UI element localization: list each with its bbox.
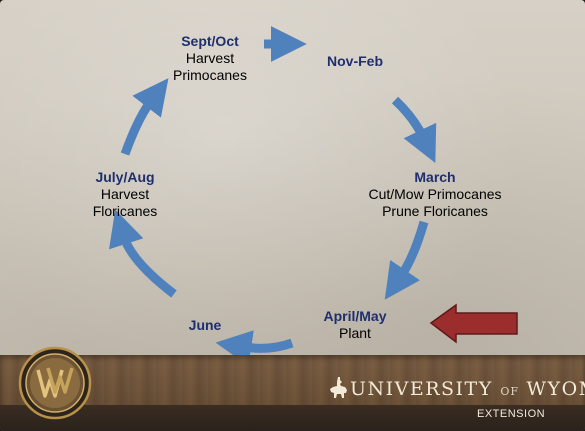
arrow-march-to-aprilmay [384,220,429,300]
pointer-arrow [429,303,518,344]
university-emblem-icon [18,346,92,420]
arrow-aprilmay-to-june [215,330,294,366]
stage-line: Floricanes [92,203,158,219]
stage-line: Primocanes [173,67,247,83]
stage-july-aug: July/Aug Harvest Floricanes [75,169,175,220]
stage-title: March [414,169,456,185]
stage-june: June [170,317,240,334]
stage-title: July/Aug [95,169,155,185]
stage-title: June [188,317,222,333]
stage-title: April/May [323,308,387,324]
arrow-novfeb-to-march [391,96,437,164]
stage-march: March Cut/Mow Primocanes Prune Floricane… [355,169,515,220]
stage-line: Cut/Mow Primocanes [368,186,502,202]
stage-line: Prune Floricanes [382,203,488,219]
extension-label: EXTENSION [477,408,546,420]
stage-title: Nov-Feb [327,53,383,69]
bison-rider-icon [330,377,347,398]
brand-last: WYOMING [526,378,585,400]
stage-april-may: April/May Plant [300,308,410,342]
stage-line: Harvest [100,186,150,202]
footer-dark-band [0,405,585,431]
stage-line: Plant [339,325,371,341]
arrow-june-to-julyaug [109,209,177,298]
arrow-julyaug-to-septoct [120,78,169,156]
university-wordmark: UNIVERSITY OF WYOMING [350,378,585,400]
stage-nov-feb: Nov-Feb [300,53,410,70]
brand-of: OF [500,385,519,398]
stage-sept-oct: Sept/Oct Harvest Primocanes [150,33,270,84]
brand-first: UNIVERSITY [350,378,493,400]
stage-line: Harvest [185,50,235,66]
stage-title: Sept/Oct [181,33,239,49]
